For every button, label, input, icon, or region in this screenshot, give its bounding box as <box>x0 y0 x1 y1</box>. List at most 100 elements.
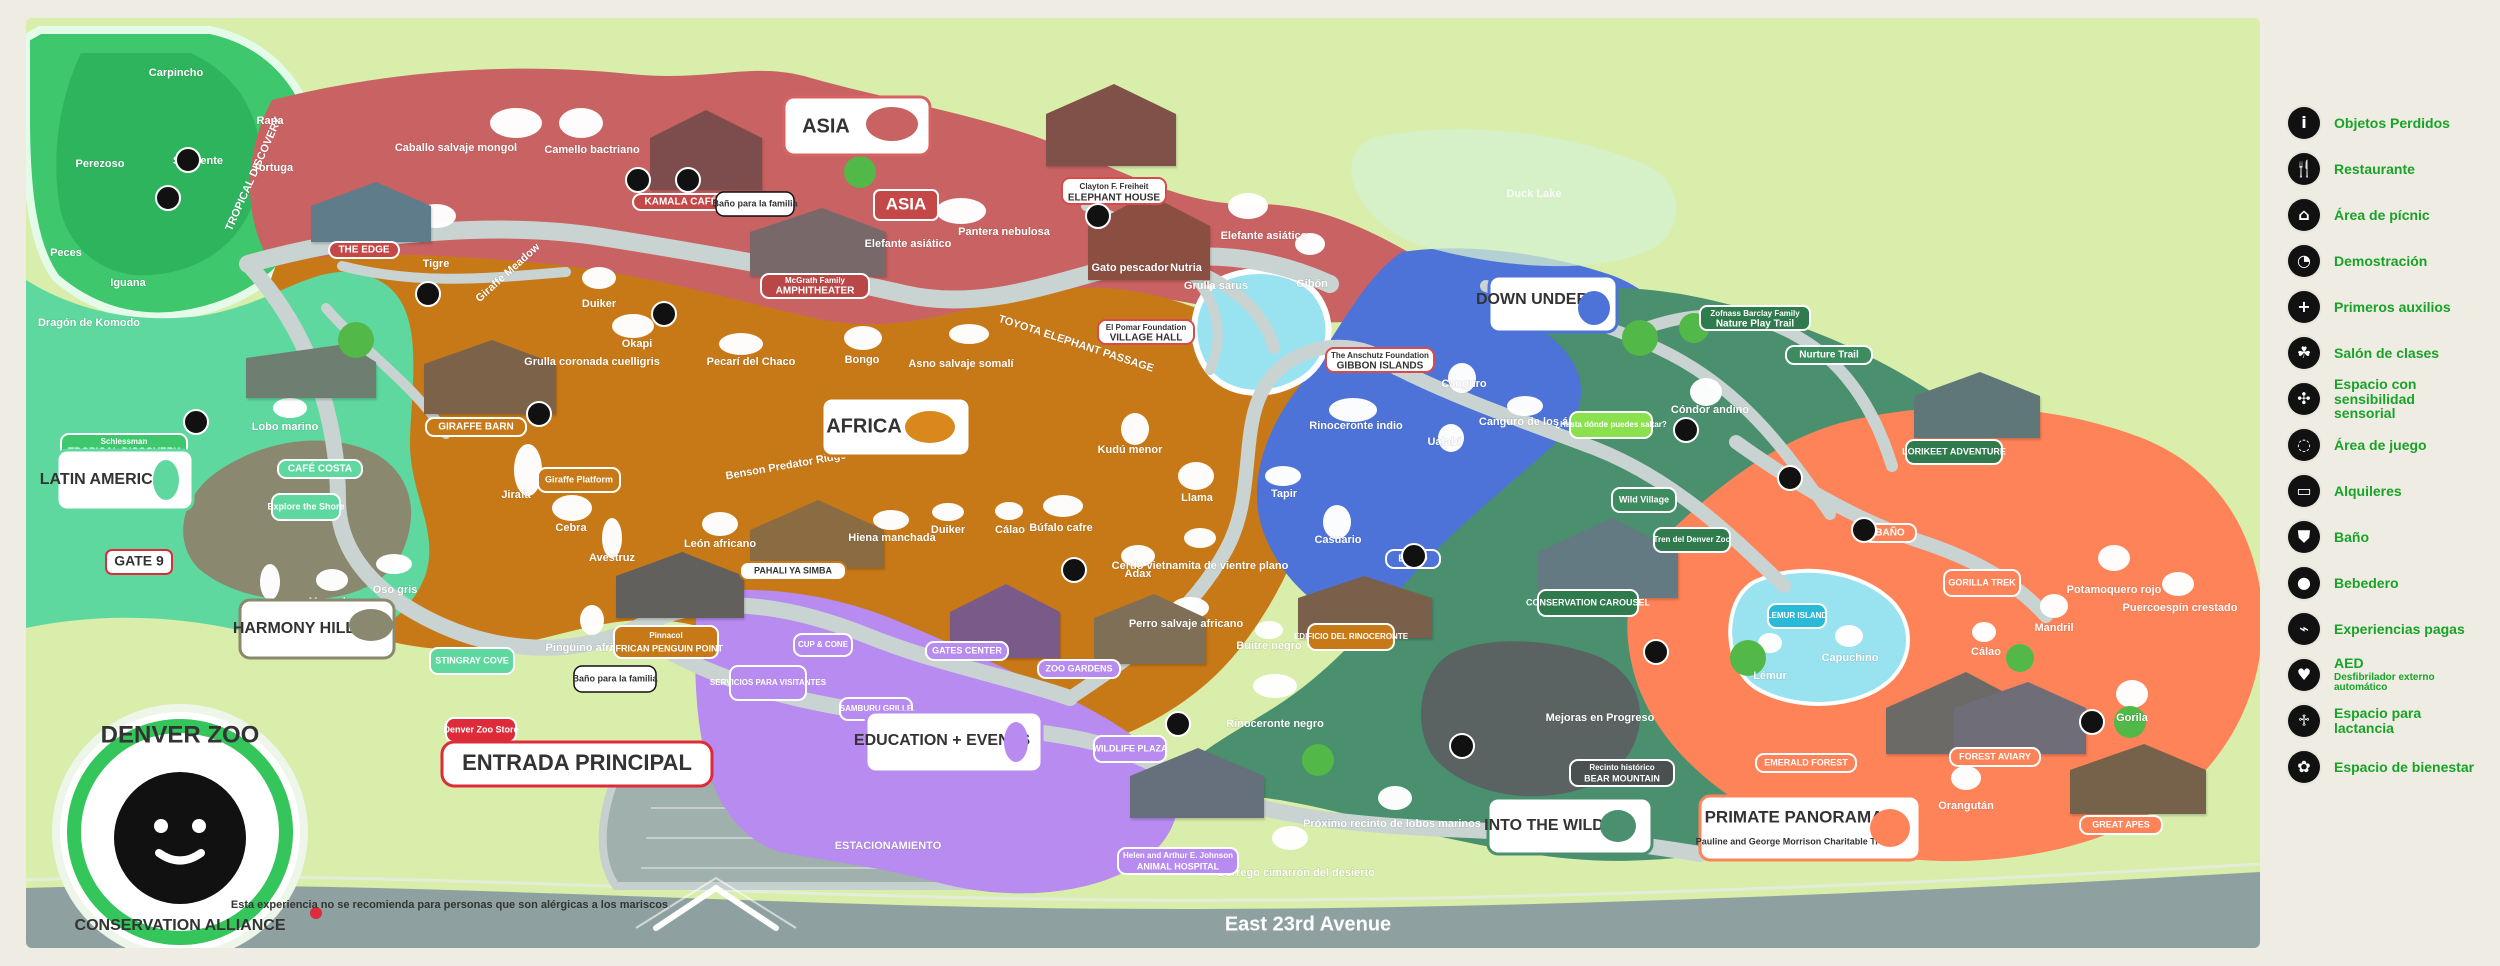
cup-cone-sign: CUP & CONE <box>793 633 853 657</box>
lorikeet-building <box>1914 372 2040 438</box>
into-the-wild-badge: INTO THE WILD <box>1484 796 1654 856</box>
gates-center-building <box>950 584 1060 658</box>
mongolian-horse-silhouette <box>490 108 542 138</box>
latin-america-badge: LATIN AMERICA <box>40 448 195 512</box>
penguin-silhouette <box>580 605 604 635</box>
kamala-cafe-sign: KAMALA CAFÉ <box>632 193 730 211</box>
entry-arrow-icon <box>653 885 779 931</box>
kangaroo-silhouette <box>1448 363 1476 393</box>
village-hall-sign: El Pomar Foundation VILLAGE HALL <box>1097 319 1195 345</box>
buildings <box>246 84 2206 818</box>
legend-item-sensory[interactable]: ✣ Espacio con sensibilidad sensorial <box>2288 375 2478 422</box>
legend-item-demonstration[interactable]: ◔ Demostración <box>2288 242 2478 280</box>
indian-rhino-silhouette <box>1329 398 1377 422</box>
legend-label: Alquileres <box>2334 482 2402 499</box>
african-penguin-point-sign: Pinnacol AFRICAN PENGUIN POINT <box>609 625 723 659</box>
restroom-icon <box>2079 709 2105 735</box>
restroom-icon <box>1851 517 1877 543</box>
water-fountain-icon: ● <box>2288 567 2320 599</box>
gorilla-trek-sign: GORILLA TREK <box>1943 569 2021 597</box>
legend-aed-note: Desfibrilador externo automático <box>2334 671 2435 694</box>
sensory-icon: ✣ <box>2288 383 2320 415</box>
zoo-map[interactable]: TROPICAL DISCOVERY Duck Lake Giraffe Mea… <box>26 18 2260 948</box>
camel-silhouette <box>559 108 603 138</box>
pahali-building <box>750 500 884 568</box>
east-23rd-avenue-road <box>26 872 2260 948</box>
entrance-badge: ENTRADA PRINCIPAL <box>440 740 714 788</box>
elephant-house-sign: Clayton F. Freiheit ELEPHANT HOUSE <box>1061 177 1167 205</box>
restaurant-icon <box>415 281 441 307</box>
legend-label: AED Desfibrilador externo automático <box>2334 656 2478 694</box>
bighorn-sheep-icon <box>1600 810 1636 842</box>
mandrill-silhouette <box>2040 594 2068 618</box>
info-icon: i <box>2288 107 2320 139</box>
paid-experience-icon <box>1061 557 1087 583</box>
giraffe-silhouette <box>514 444 542 496</box>
legend-item-paid-experiences[interactable]: ⌁ Experiencias pagas <box>2288 610 2478 648</box>
legend-item-water-fountain[interactable]: ● Bebedero <box>2288 564 2478 602</box>
bongo-silhouette <box>844 326 882 350</box>
amphitheater-building <box>750 208 886 276</box>
giraffe-platform-sign: Giraffe Platform <box>537 467 621 493</box>
nature-play-trail-sign: Zofnass Barclay Family Nature Play Trail <box>1699 305 1811 331</box>
legend-label: Demostración <box>2334 252 2428 269</box>
legend-item-restroom[interactable]: ⛊ Baño <box>2288 518 2478 556</box>
facility-icons <box>155 147 2105 759</box>
gibbon-islands-sign: The Anschutz Foundation GIBBON ISLANDS <box>1325 347 1435 373</box>
lorikeet-adventure-sign: LORIKEET ADVENTURE <box>1902 439 2006 465</box>
legend-item-first-aid[interactable]: + Primeros auxilios <box>2288 288 2478 326</box>
porcupine-silhouette <box>2162 572 2194 596</box>
lactation-icon: ♱ <box>2288 705 2320 737</box>
duck-lake-area <box>1351 129 1677 267</box>
red-river-hog-silhouette <box>2098 545 2130 571</box>
forest-aviary-sign: FOREST AVIARY <box>1949 747 2041 767</box>
legend-label: Área de juego <box>2334 436 2427 453</box>
hornbill-silhouette <box>995 502 1023 520</box>
picnic-icon: ⌂ <box>2288 199 2320 231</box>
legend-label: Salón de clases <box>2334 344 2440 361</box>
cafe-costa-sign: CAFÉ COSTA <box>277 459 363 479</box>
tropical-discovery-inner <box>56 53 261 276</box>
legend-aed-label: AED <box>2334 655 2364 672</box>
gibbon-silhouette <box>1295 233 1325 255</box>
gorilla-icon <box>1870 809 1910 847</box>
play-area-icon: ◌ <box>2288 429 2320 461</box>
the-edge-building <box>311 182 431 242</box>
lion-silhouette <box>702 512 738 536</box>
restaurant-icon <box>1673 417 1699 443</box>
raccoon-silhouette <box>316 569 348 591</box>
cassowary-silhouette <box>1323 505 1351 539</box>
peccary-silhouette <box>719 333 763 355</box>
tren-zoo-sign: Tren del Denver Zoo <box>1653 527 1731 553</box>
picnic-icon <box>1165 711 1191 737</box>
legend-item-lost-found[interactable]: i Objetos Perdidos <box>2288 104 2478 142</box>
legend-item-aed[interactable]: ♥ AED Desfibrilador externo automático <box>2288 656 2478 694</box>
legend-label: Espacio con sensibilidad sensorial <box>2334 375 2417 422</box>
classroom-icon: ☘ <box>2288 337 2320 369</box>
wild-ass-silhouette <box>949 324 989 344</box>
legend-item-lactation[interactable]: ♱ Espacio para lactancia <box>2288 702 2478 740</box>
rhino-building <box>1298 576 1432 638</box>
legend-item-classroom[interactable]: ☘ Salón de clases <box>2288 334 2478 372</box>
map-legend: i Objetos Perdidos 🍴 Restaurante ⌂ Área … <box>2288 104 2478 794</box>
legend-item-play-area[interactable]: ◌ Área de juego <box>2288 426 2478 464</box>
orangutan-silhouette <box>1951 766 1981 790</box>
great-apes-sign: GREAT APES <box>2079 815 2163 835</box>
legend-item-picnic[interactable]: ⌂ Área de pícnic <box>2288 196 2478 234</box>
restaurant-icon <box>1085 203 1111 229</box>
animal-silhouettes <box>260 108 2194 850</box>
amphitheater-sign: McGrath Family AMPHITHEATER <box>760 273 870 299</box>
asia-tag: ASIA <box>873 189 939 221</box>
legend-item-wellness[interactable]: ✿ Espacio de bienestar <box>2288 748 2478 786</box>
restroom-icon <box>175 147 201 173</box>
lemur-island-sign: LEMUR ISLAND <box>1767 603 1827 629</box>
legend-item-rentals[interactable]: ▭ Alquileres <box>2288 472 2478 510</box>
animal-hospital-building <box>1130 748 1264 818</box>
down-under-badge: DOWN UNDER <box>1476 274 1619 334</box>
sea-lion-next-silhouette <box>1378 786 1412 810</box>
restroom-icon <box>1643 639 1669 665</box>
pig-silhouette <box>1184 528 1216 548</box>
hyena-silhouette <box>873 510 909 530</box>
gorilla-silhouette <box>2116 680 2148 708</box>
legend-item-restaurant[interactable]: 🍴 Restaurante <box>2288 150 2478 188</box>
